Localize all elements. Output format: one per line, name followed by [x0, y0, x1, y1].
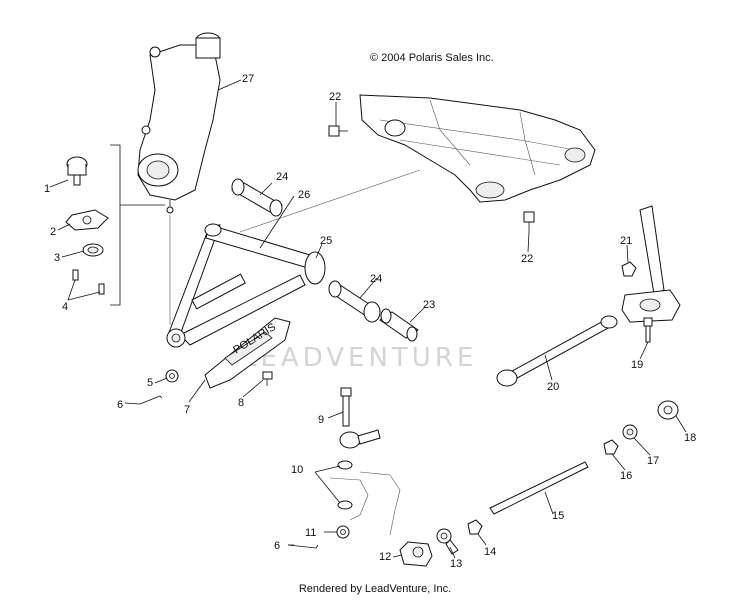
callout-1: 1: [44, 183, 50, 195]
boot-12: [399, 541, 433, 567]
callout-12: 12: [379, 551, 391, 563]
steering-column: [621, 205, 681, 323]
callout-7: 7: [184, 404, 190, 416]
callout-16: 16: [620, 470, 632, 482]
callout-19: 19: [631, 359, 643, 371]
watermark: LEADVENTURE: [242, 343, 478, 373]
callout-21: 21: [620, 235, 632, 247]
sleeve-24a: [231, 178, 283, 217]
callout-4: 4: [62, 301, 68, 313]
tie-rod-end-upper: [339, 429, 381, 449]
nut-5: [165, 369, 179, 383]
callout-18: 18: [684, 432, 696, 444]
tie-rod-end-17: [622, 424, 638, 440]
callout-22-lower: 22: [521, 253, 533, 265]
pins-4: [72, 269, 105, 295]
tie-rod-end-13: [436, 528, 459, 555]
cotter-pin-6b: [287, 544, 319, 549]
washers-10: [337, 460, 353, 510]
tie-rod-20: [496, 315, 618, 387]
callout-3: 3: [54, 252, 60, 264]
bolt-22a: [328, 125, 348, 137]
spindle-outline-lower: [329, 471, 401, 536]
bushing-23: [379, 308, 419, 342]
washer-3: [82, 243, 104, 257]
plate-2: [65, 209, 109, 231]
nut-11: [336, 525, 350, 539]
spindle-27: [137, 32, 221, 214]
nut-16: [603, 439, 619, 455]
callout-2: 2: [50, 226, 56, 238]
ball-joint-1: [66, 156, 88, 186]
callout-6-upper: 6: [117, 399, 123, 411]
reference-line: [239, 169, 421, 233]
sleeve-24b: [328, 280, 381, 323]
callout-10: 10: [291, 464, 303, 476]
callout-25: 25: [320, 235, 332, 247]
callout-20: 20: [547, 381, 559, 393]
footer-credit: Rendered by LeadVenture, Inc.: [298, 583, 452, 595]
callout-26: 26: [298, 189, 310, 201]
group-bracket: [110, 144, 165, 306]
guard-7: POLARIS: [204, 317, 291, 389]
callout-27: 27: [242, 73, 254, 85]
callout-22-upper: 22: [329, 91, 341, 103]
rod-end-18: [657, 400, 679, 420]
callout-15: 15: [552, 510, 564, 522]
callout-9: 9: [318, 414, 324, 426]
copyright-notice: © 2004 Polaris Sales Inc.: [370, 52, 494, 64]
callout-14: 14: [484, 546, 496, 558]
bolt-22b: [523, 211, 535, 232]
callout-11: 11: [305, 527, 316, 539]
callout-8: 8: [238, 397, 244, 409]
callout-17: 17: [647, 455, 659, 467]
bolt-8: [262, 371, 273, 386]
callout-23: 23: [423, 299, 435, 311]
frame-assembly: [359, 94, 596, 203]
leader-lines: [49, 79, 687, 559]
callouts: 1 2 3 4 5 6 7 8 9 10 11 6 12 13 14 15 16…: [44, 73, 696, 570]
bolt-19: [643, 317, 653, 343]
callout-5: 5: [147, 377, 153, 389]
nut-21: [621, 261, 637, 277]
cotter-pin-6a: [139, 395, 163, 405]
callout-6-lower: 6: [274, 540, 280, 552]
callout-24-lower: 24: [370, 273, 382, 285]
callout-24-upper: 24: [276, 171, 288, 183]
nut-14: [467, 519, 483, 535]
tie-rod-15: [489, 461, 589, 515]
bolt-9: [340, 387, 352, 427]
a-arm-25: [166, 223, 326, 348]
callout-13: 13: [450, 558, 462, 570]
